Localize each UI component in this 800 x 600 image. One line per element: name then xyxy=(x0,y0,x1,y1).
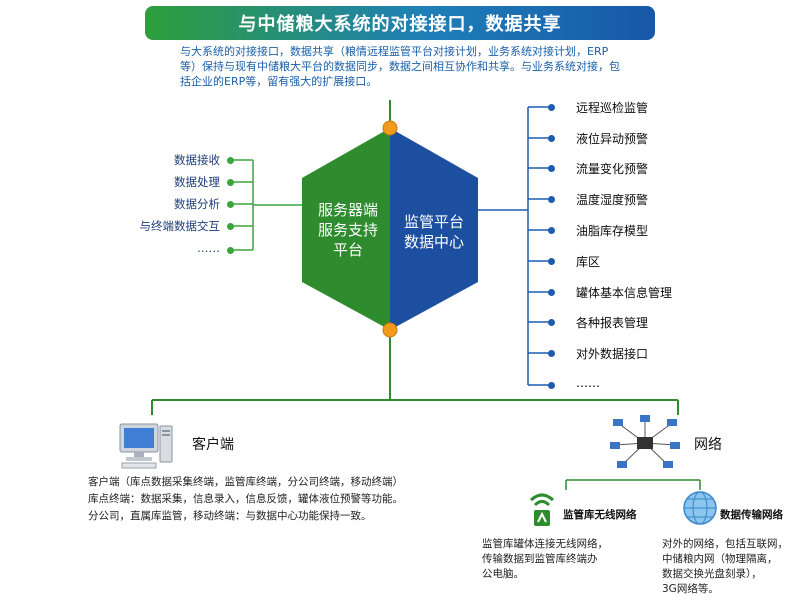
globe-network-icon xyxy=(683,491,717,525)
client-title: 客户端 xyxy=(192,437,234,453)
left-item: 数据处理 xyxy=(174,175,220,189)
right-item: 库区 xyxy=(576,255,601,269)
network-hub-icon xyxy=(610,415,680,468)
wireless-description: 监管库罐体连接无线网络， 传输数据到监管库终端办 公电脑。 xyxy=(482,538,608,580)
transfer-title: 数据传输网络 xyxy=(720,509,783,521)
left-item: …… xyxy=(197,241,220,255)
left-item: 数据分析 xyxy=(174,197,220,211)
wireless-title: 监管库无线网络 xyxy=(563,509,637,521)
hexagon-right-label: 监管平台 数据中心 xyxy=(403,213,464,251)
network-title: 网络 xyxy=(694,437,722,453)
hexagon-left-label: 服务器端 服务支持 平台 xyxy=(317,201,378,259)
intro-text: 与大系统的对接接口，数据共享（粮情远程监管平台对接计划，业务系统对接计划，ERP… xyxy=(180,45,620,88)
left-item: 数据接收 xyxy=(174,153,220,167)
right-item: 油脂库存模型 xyxy=(576,224,649,238)
hexagon-right-half xyxy=(390,128,478,330)
wireless-signal-icon xyxy=(529,493,555,526)
right-item: 罐体基本信息管理 xyxy=(576,286,673,300)
right-item: 对外数据接口 xyxy=(576,347,649,361)
right-item: …… xyxy=(576,376,600,390)
right-item: 流量变化预警 xyxy=(576,162,649,176)
client-description: 客户端（库点数据采集终端，监管库终端，分公司终端，移动终端） 库点终端：数据采集… xyxy=(88,476,403,522)
hexagon-left-half xyxy=(302,128,390,330)
right-item: 远程巡检监管 xyxy=(576,101,649,115)
right-item: 液位异动预警 xyxy=(576,132,649,146)
right-item: 温度湿度预警 xyxy=(576,193,649,207)
transfer-description: 对外的网络，包括互联网， 中储粮内网（物理隔离， 数据交换光盘刻录）， 3G网络… xyxy=(662,538,788,595)
computer-icon xyxy=(119,423,173,469)
right-item: 各种报表管理 xyxy=(576,316,649,330)
page-title: 与中储粮大系统的对接接口，数据共享 xyxy=(145,6,655,40)
left-item: 与终端数据交互 xyxy=(139,219,221,233)
